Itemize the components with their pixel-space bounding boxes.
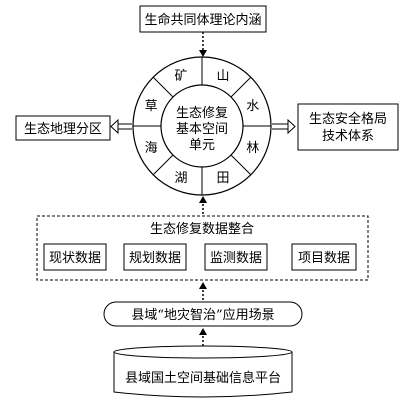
arrowhead-scenario: [199, 282, 207, 289]
ring-divider: [152, 154, 174, 176]
ring-dividers: [133, 57, 271, 195]
left-box-label: 生态地理分区: [24, 122, 102, 137]
right-box-line-1: 生态安全格局: [309, 111, 387, 127]
right-box-line-2: 技术体系: [322, 129, 374, 144]
platform-label: 县域国土空间基础信息平台: [125, 370, 281, 386]
data-box-planning: [123, 243, 187, 271]
ring-label: 山: [217, 69, 230, 84]
ring-label: 矿: [174, 69, 187, 84]
ring-label: 水: [246, 99, 259, 114]
top-box-label: 生命共同体理论内涵: [144, 12, 261, 28]
data-box-current: [43, 243, 107, 271]
ring-label: 田: [217, 171, 230, 186]
center-line-2: 基本空间: [176, 122, 228, 137]
right-box: [297, 103, 399, 151]
scenario-label: 县域“地灾智治”应用场景: [131, 307, 274, 323]
center-line-1: 生态修复: [176, 106, 228, 121]
data-box-project-label: 项目数据: [298, 251, 350, 266]
data-box-monitoring-label: 监测数据: [210, 251, 262, 266]
ring-divider: [152, 76, 174, 98]
data-box-planning-label: 规划数据: [129, 251, 181, 266]
center-line-3: 单元: [189, 138, 215, 153]
left-box: [15, 115, 111, 141]
left-double-arrow: [110, 118, 132, 135]
data-box-monitoring: [204, 243, 268, 271]
ring-label: 海: [145, 141, 158, 156]
arrowhead-integration: [199, 196, 207, 203]
ring-divider: [230, 154, 252, 176]
ring-label: 草: [145, 99, 158, 114]
integration-title: 生态修复数据整合: [150, 222, 254, 237]
platform-cylinder: [113, 345, 293, 398]
data-box-current-label: 现状数据: [49, 251, 101, 266]
arrowhead-top: [199, 50, 207, 57]
ring-label: 湖: [174, 171, 187, 186]
right-double-arrow: [272, 118, 296, 135]
scenario-box: [103, 301, 303, 327]
ring-divider: [230, 76, 252, 98]
data-box-project: [291, 243, 357, 271]
arrowhead-platform: [199, 328, 207, 335]
ring-label: 林: [246, 141, 259, 156]
top-box: [139, 5, 267, 33]
